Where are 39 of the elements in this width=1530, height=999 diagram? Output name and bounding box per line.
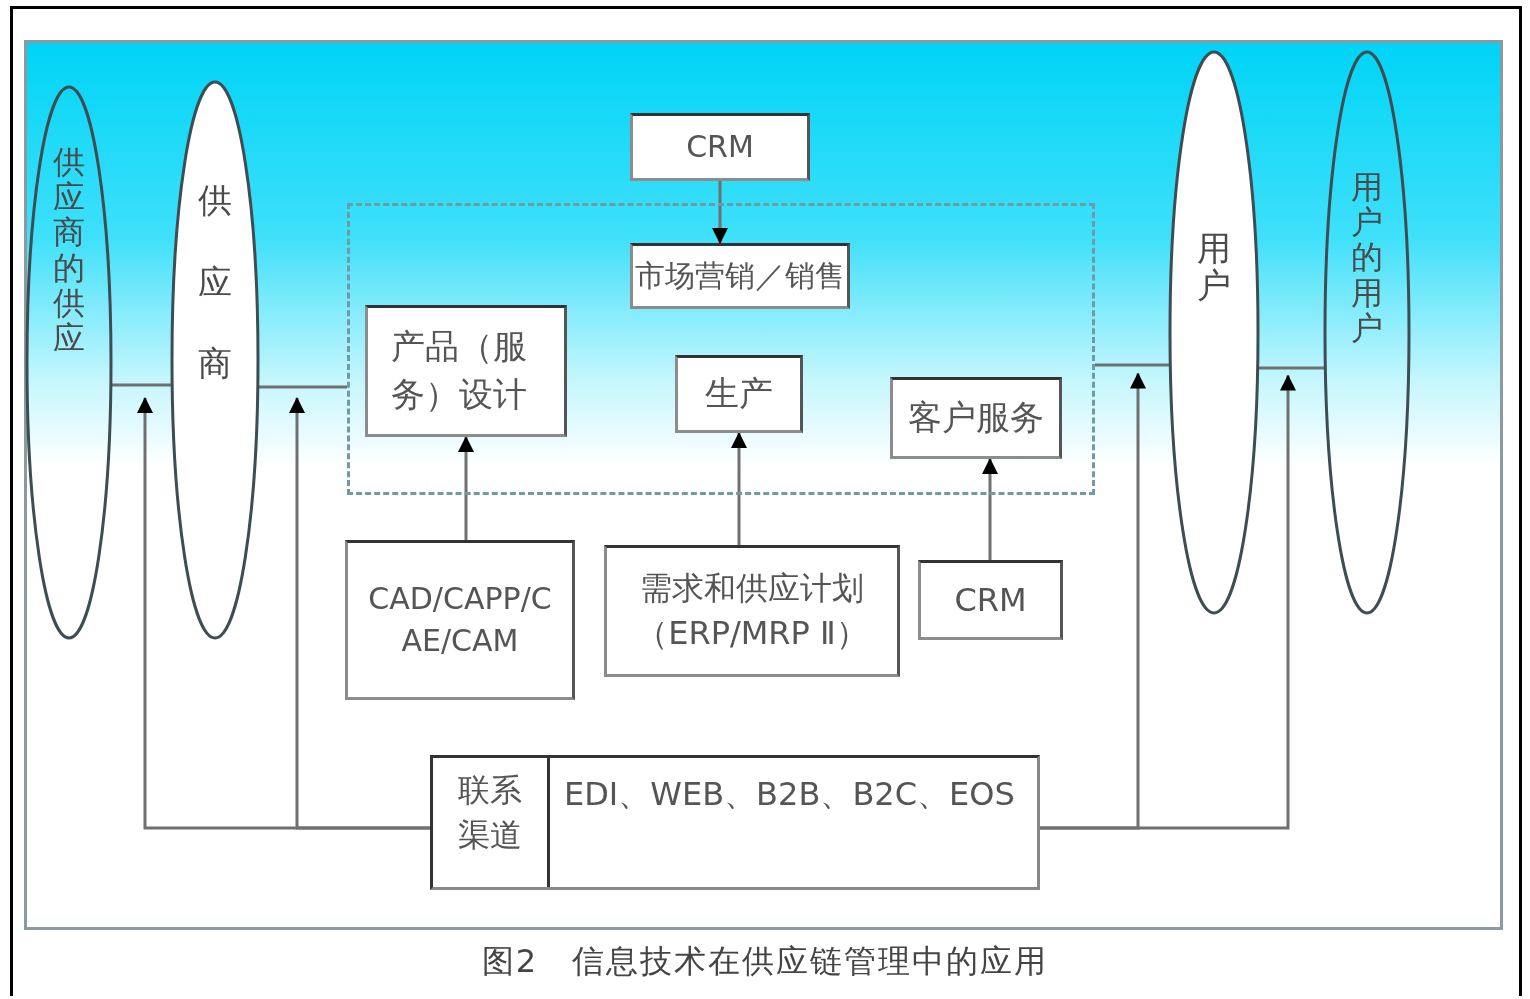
box-label: CRM <box>954 579 1027 621</box>
vertical-label: 供应商的供应 <box>53 145 85 357</box>
process-box <box>345 540 575 700</box>
box-label: 生产 <box>705 372 773 416</box>
connector-line <box>257 385 347 389</box>
arrow <box>982 458 998 560</box>
process-box <box>890 377 1062 459</box>
process-box <box>918 560 1063 640</box>
process-box <box>630 113 810 181</box>
figure-caption: 图2 信息技术在供应链管理中的应用 <box>480 941 1050 982</box>
dashed-boundary <box>347 203 1095 495</box>
process-box <box>630 243 850 309</box>
ellipse-shape <box>1168 50 1260 615</box>
box-label: 产品（服务）设计 <box>391 325 528 416</box>
box-label: 市场营销／销售 <box>635 257 845 295</box>
box-label: CRM <box>686 128 754 166</box>
box-label: CAD/CAPP/CAE/CAM <box>367 580 553 660</box>
box-label: 客户服务 <box>908 396 1044 440</box>
channel-list: EDI、WEB、B2B、B2C、EOS <box>564 775 1015 813</box>
connector-line <box>1095 363 1171 367</box>
channel-heading: 联系渠道 <box>457 770 523 856</box>
vertical-label: 用户的用户 <box>1351 170 1383 346</box>
ellipse-shape <box>25 85 113 640</box>
ellipse-shape <box>170 80 260 640</box>
arrow <box>712 181 728 244</box>
vertical-label: 用户 <box>1197 230 1231 305</box>
process-box <box>365 305 567 437</box>
box-label: 需求和供应计划（ERP/MRP Ⅱ） <box>635 568 869 654</box>
vertical-label: 供应商 <box>198 179 232 386</box>
channel-table <box>430 755 1040 890</box>
ellipse-shape <box>1323 50 1411 615</box>
connector-line <box>110 383 173 387</box>
connector-line <box>1257 366 1326 370</box>
arrow <box>289 397 430 830</box>
arrow <box>731 432 747 545</box>
process-box <box>675 355 803 433</box>
arrow <box>458 436 474 540</box>
arrow <box>1040 374 1296 830</box>
process-box <box>604 545 900 677</box>
